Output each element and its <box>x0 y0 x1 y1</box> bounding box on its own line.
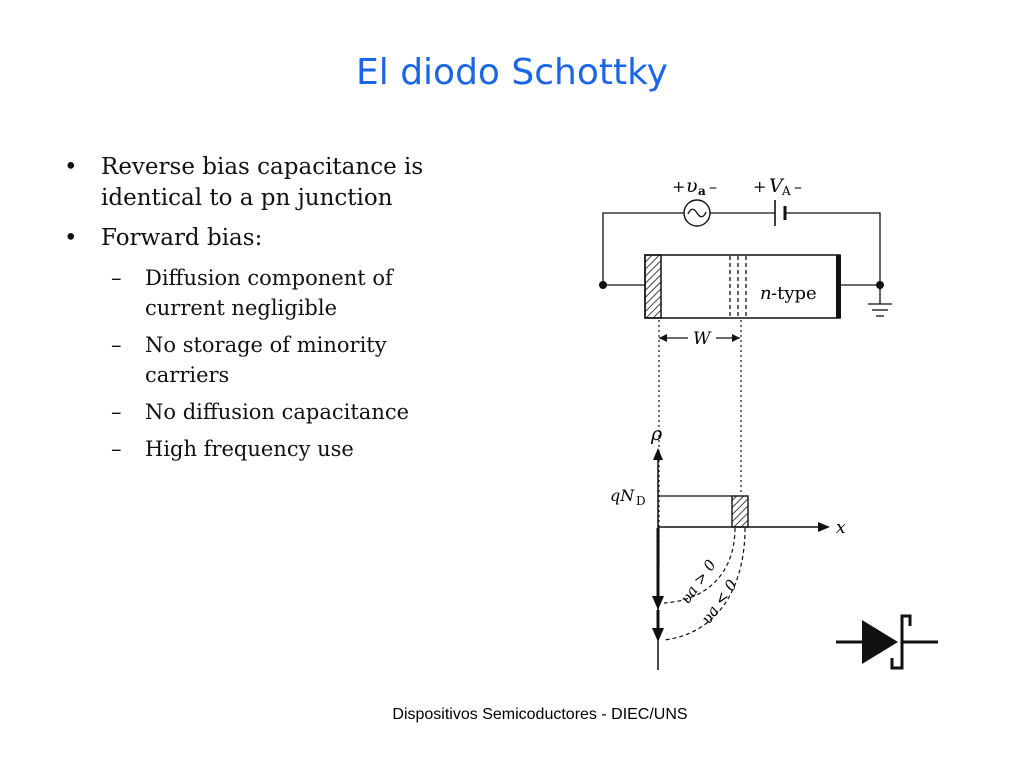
circuit-wire-left <box>602 212 684 285</box>
sub-bullet-marker: – <box>111 400 122 424</box>
bullet-text: Reverse bias capacitance is identical to… <box>101 154 424 211</box>
battery-icon <box>774 200 787 226</box>
sub-bullet-text: Diffusion component of current negligibl… <box>145 266 393 320</box>
sub-bullet-marker: – <box>111 266 122 290</box>
VA-minus-sign: – <box>794 177 802 196</box>
schottky-figure: + υ a – + V A – n -type W ρ <box>599 175 938 670</box>
rho-label: ρ <box>650 423 663 445</box>
schottky-device-bar <box>644 254 841 319</box>
va-plus-sign: + <box>672 177 685 196</box>
sub-bullet-marker: – <box>111 333 122 357</box>
schottky-diode-symbol-icon <box>836 614 938 670</box>
va-symbol: υ <box>686 175 698 197</box>
bullet-list: • Reverse bias capacitance is identical … <box>62 152 462 471</box>
sub-bullet-item: – No storage of minority carriers <box>111 330 462 390</box>
sub-bullet-text: No diffusion capacitance <box>145 400 410 424</box>
VA-symbol: V <box>769 175 785 197</box>
width-label: W <box>693 329 712 349</box>
VA-subscript: A <box>781 184 791 198</box>
va-subscript: a <box>698 184 706 198</box>
ntype-label: -type <box>771 283 817 304</box>
qnd-label: qN <box>610 486 635 505</box>
VA-plus-sign: + <box>753 177 766 196</box>
width-dimension <box>659 334 740 342</box>
sub-bullet-marker: – <box>111 437 122 461</box>
bullet-text: Forward bias: <box>101 225 263 251</box>
x-label: x <box>836 518 846 538</box>
sub-bullet-text: No storage of minority carriers <box>145 333 387 387</box>
ac-source-icon <box>683 199 711 227</box>
slide-footer: Dispositivos Semicoductores - DIEC/UNS <box>392 706 688 723</box>
va-minus-sign: – <box>709 177 717 196</box>
curve-va-positive <box>663 527 736 604</box>
bullet-marker: • <box>64 225 78 251</box>
sub-bullet-text: High frequency use <box>145 437 354 461</box>
bullet-marker: • <box>64 154 78 180</box>
curve-va-negative <box>663 527 746 641</box>
depletion-charge-block <box>731 495 749 528</box>
sub-bullet-item: – No diffusion capacitance <box>111 397 462 427</box>
terminal-dot-left <box>599 281 607 289</box>
sub-bullet-item: – High frequency use <box>111 434 462 464</box>
qnd-subscript: D <box>636 494 646 508</box>
sub-bullet-item: – Diffusion component of current negligi… <box>111 263 462 323</box>
metal-charge-arrows <box>652 528 664 642</box>
bullet-item: • Forward bias: <box>62 223 462 254</box>
bullet-item: • Reverse bias capacitance is identical … <box>62 152 462 214</box>
slide-title: El diodo Schottky <box>356 52 668 93</box>
ntype-n-label: n <box>760 283 772 304</box>
circuit-wire-right <box>785 212 881 285</box>
ground-icon <box>868 285 892 317</box>
